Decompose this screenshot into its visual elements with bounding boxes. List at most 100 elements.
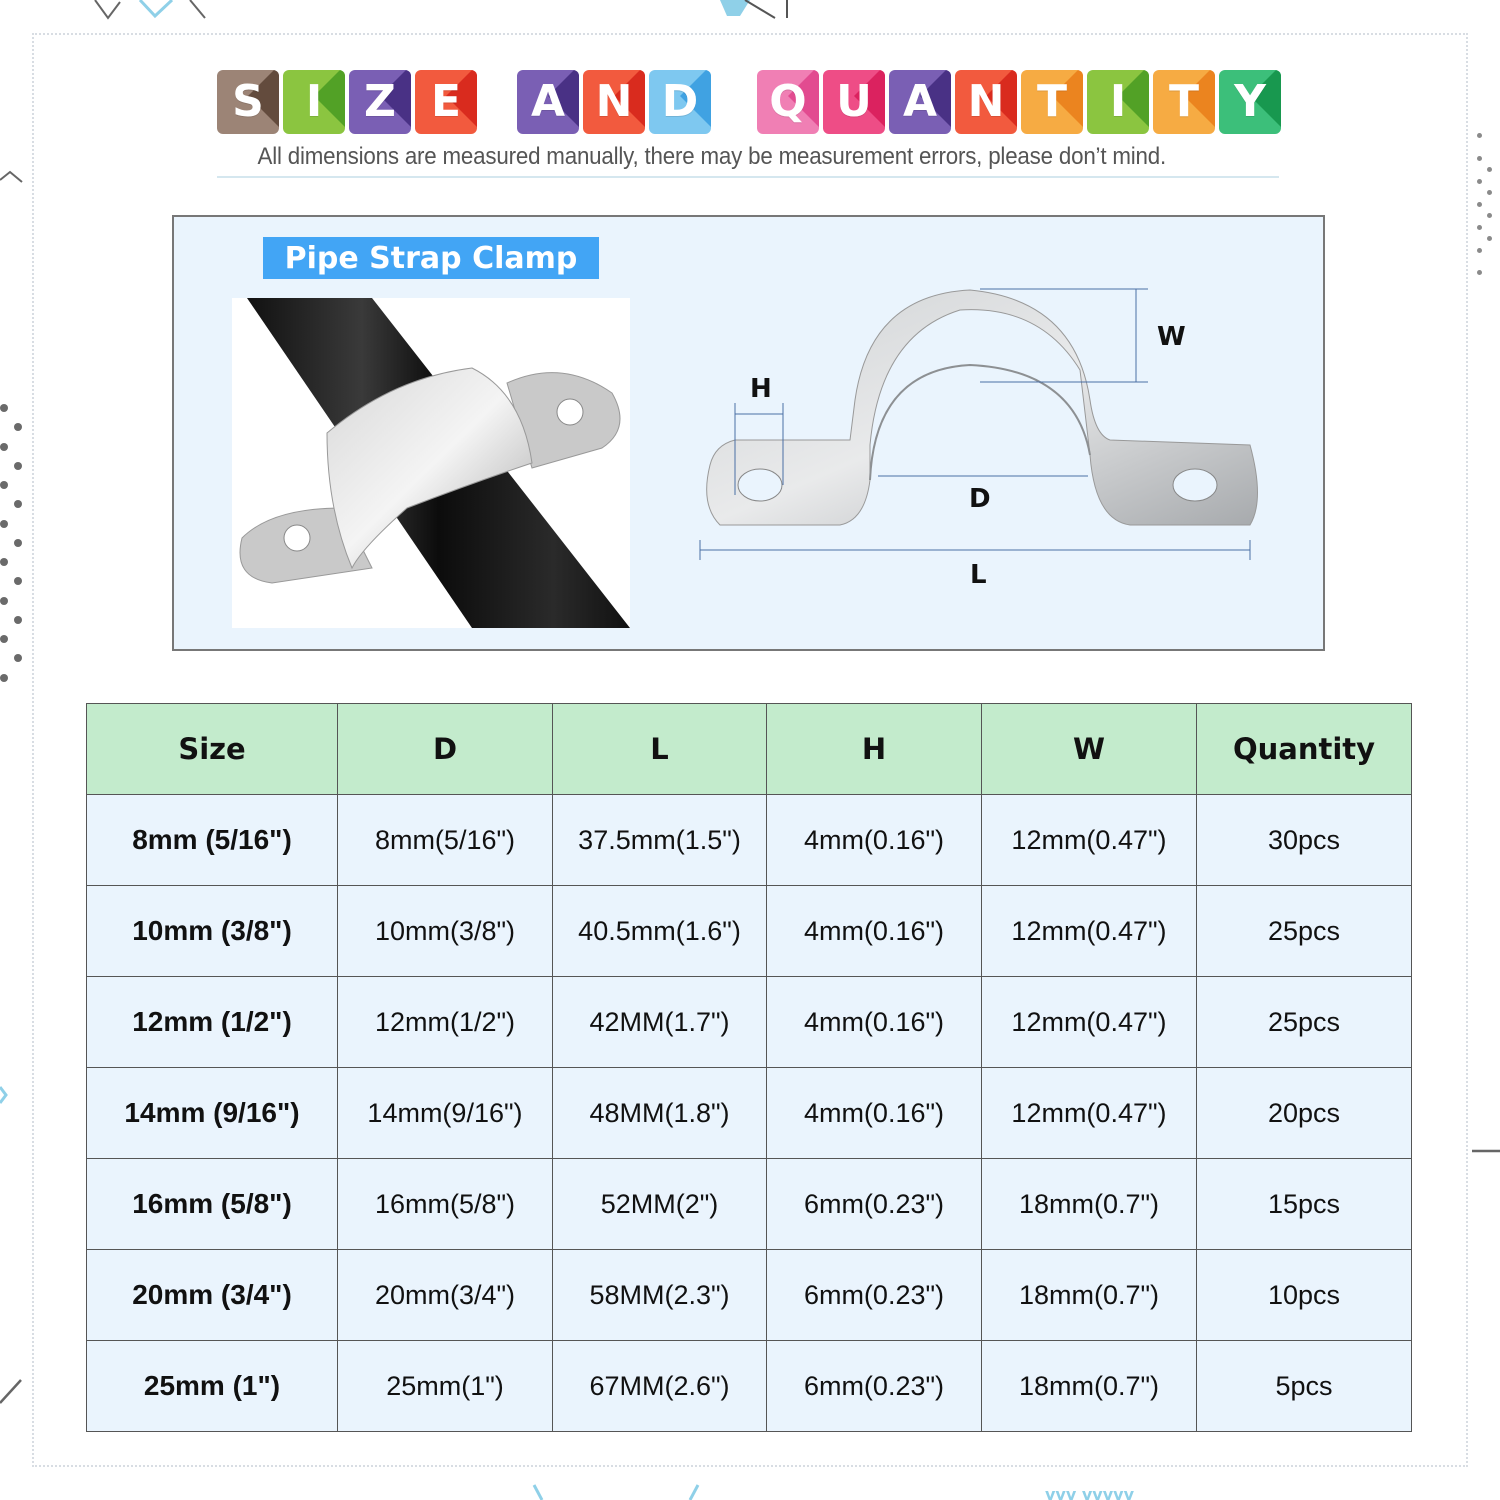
cell-d: 8mm(5/16") bbox=[337, 794, 553, 886]
title-letter-tile: Z bbox=[349, 70, 411, 134]
cell-quantity: 10pcs bbox=[1196, 1249, 1412, 1341]
dimension-label-d: D bbox=[969, 484, 991, 514]
title-letter: E bbox=[430, 76, 462, 127]
title-letter: A bbox=[530, 76, 566, 127]
left-slash-ornament bbox=[0, 1379, 22, 1404]
title-letter: N bbox=[967, 76, 1005, 127]
title-letter: A bbox=[902, 76, 938, 127]
title-letter: S bbox=[232, 76, 264, 127]
column-header-w: W bbox=[981, 703, 1197, 795]
bottom-ornament: vvv vvvvv bbox=[532, 1484, 1135, 1500]
cell-l: 48MM(1.8") bbox=[552, 1067, 767, 1159]
left-blue-chevron-ornament bbox=[0, 1086, 8, 1104]
measurement-disclaimer: All dimensions are measured manually, th… bbox=[257, 143, 1167, 170]
title-letter: Q bbox=[769, 76, 807, 127]
cell-l: 52MM(2") bbox=[552, 1158, 767, 1250]
cell-size: 8mm (5/16") bbox=[86, 794, 338, 886]
cell-h: 6mm(0.23") bbox=[766, 1340, 982, 1432]
cell-w: 12mm(0.47") bbox=[981, 976, 1197, 1068]
cell-size: 12mm (1/2") bbox=[86, 976, 338, 1068]
cell-d: 14mm(9/16") bbox=[337, 1067, 553, 1159]
title-letter: I bbox=[305, 76, 323, 127]
title-letter-tile: U bbox=[823, 70, 885, 134]
title-letter: U bbox=[836, 76, 872, 127]
dimension-label-w: W bbox=[1157, 322, 1186, 352]
title-letter: Z bbox=[364, 76, 396, 127]
cell-l: 67MM(2.6") bbox=[552, 1340, 767, 1432]
cell-l: 37.5mm(1.5") bbox=[552, 794, 767, 886]
cell-size: 25mm (1") bbox=[86, 1340, 338, 1432]
title-letter-tile: I bbox=[283, 70, 345, 134]
cell-w: 18mm(0.7") bbox=[981, 1340, 1197, 1432]
cell-size: 14mm (9/16") bbox=[86, 1067, 338, 1159]
title-letter-tile: A bbox=[889, 70, 951, 134]
size-quantity-table: Size D L H W Quantity 8mm (5/16") 8mm(5/… bbox=[86, 703, 1412, 1432]
table-row: 20mm (3/4") 20mm(3/4") 58MM(2.3") 6mm(0.… bbox=[86, 1249, 1412, 1341]
cell-d: 20mm(3/4") bbox=[337, 1249, 553, 1341]
table-row: 25mm (1") 25mm(1") 67MM(2.6") 6mm(0.23")… bbox=[86, 1340, 1412, 1432]
title-letter-tile: Q bbox=[757, 70, 819, 134]
title-letter-tile: D bbox=[649, 70, 711, 134]
table-row: 10mm (3/8") 10mm(3/8") 40.5mm(1.6") 4mm(… bbox=[86, 885, 1412, 977]
column-header-size: Size bbox=[86, 703, 338, 795]
cell-l: 40.5mm(1.6") bbox=[552, 885, 767, 977]
cell-h: 4mm(0.16") bbox=[766, 976, 982, 1068]
cell-quantity: 20pcs bbox=[1196, 1067, 1412, 1159]
cell-w: 12mm(0.47") bbox=[981, 794, 1197, 886]
cell-h: 6mm(0.23") bbox=[766, 1249, 982, 1341]
dimension-label-h: H bbox=[750, 374, 772, 404]
title-letter-tile: A bbox=[517, 70, 579, 134]
cell-d: 10mm(3/8") bbox=[337, 885, 553, 977]
cell-d: 25mm(1") bbox=[337, 1340, 553, 1432]
cell-size: 10mm (3/8") bbox=[86, 885, 338, 977]
cell-size: 20mm (3/4") bbox=[86, 1249, 338, 1341]
dimension-label-l: L bbox=[970, 560, 987, 590]
title-letter-tile: N bbox=[955, 70, 1017, 134]
clamp-dimension-diagram bbox=[690, 280, 1270, 590]
cell-quantity: 25pcs bbox=[1196, 976, 1412, 1068]
cell-l: 58MM(2.3") bbox=[552, 1249, 767, 1341]
column-header-quantity: Quantity bbox=[1196, 703, 1412, 795]
title-letter-tile: S bbox=[217, 70, 279, 134]
cell-l: 42MM(1.7") bbox=[552, 976, 767, 1068]
title-letter: T bbox=[1168, 76, 1199, 127]
cell-h: 4mm(0.16") bbox=[766, 1067, 982, 1159]
cell-quantity: 15pcs bbox=[1196, 1158, 1412, 1250]
title-letter: D bbox=[661, 76, 699, 127]
cell-quantity: 5pcs bbox=[1196, 1340, 1412, 1432]
cell-h: 6mm(0.23") bbox=[766, 1158, 982, 1250]
title-letter: Y bbox=[1234, 76, 1266, 127]
table-row: 14mm (9/16") 14mm(9/16") 48MM(1.8") 4mm(… bbox=[86, 1067, 1412, 1159]
table-row: 8mm (5/16") 8mm(5/16") 37.5mm(1.5") 4mm(… bbox=[86, 794, 1412, 886]
right-dash-ornament bbox=[1472, 1149, 1500, 1153]
cell-w: 12mm(0.47") bbox=[981, 885, 1197, 977]
title-letter-tile: I bbox=[1087, 70, 1149, 134]
cell-quantity: 25pcs bbox=[1196, 885, 1412, 977]
cell-size: 16mm (5/8") bbox=[86, 1158, 338, 1250]
cell-h: 4mm(0.16") bbox=[766, 794, 982, 886]
column-header-d: D bbox=[337, 703, 553, 795]
column-header-l: L bbox=[552, 703, 767, 795]
product-photo bbox=[232, 298, 630, 628]
left-chevron-ornament bbox=[0, 170, 23, 183]
cell-d: 16mm(5/8") bbox=[337, 1158, 553, 1250]
title-letter-tile: E bbox=[415, 70, 477, 134]
table-row: 12mm (1/2") 12mm(1/2") 42MM(1.7") 4mm(0.… bbox=[86, 976, 1412, 1068]
product-label: Pipe Strap Clamp bbox=[263, 237, 599, 279]
cell-w: 18mm(0.7") bbox=[981, 1158, 1197, 1250]
cell-quantity: 30pcs bbox=[1196, 794, 1412, 886]
dotted-frame bbox=[32, 33, 1468, 1467]
table-row: 16mm (5/8") 16mm(5/8") 52MM(2") 6mm(0.23… bbox=[86, 1158, 1412, 1250]
title-letter-tile: T bbox=[1021, 70, 1083, 134]
cell-d: 12mm(1/2") bbox=[337, 976, 553, 1068]
title-letter: I bbox=[1109, 76, 1127, 127]
cell-w: 12mm(0.47") bbox=[981, 1067, 1197, 1159]
title-letter: N bbox=[595, 76, 633, 127]
title-letter-tile: Y bbox=[1219, 70, 1281, 134]
title-letter: T bbox=[1036, 76, 1067, 127]
cell-w: 18mm(0.7") bbox=[981, 1249, 1197, 1341]
table-header-row: Size D L H W Quantity bbox=[86, 703, 1412, 795]
subtitle-underline bbox=[217, 176, 1279, 178]
cell-h: 4mm(0.16") bbox=[766, 885, 982, 977]
top-center-ornament bbox=[720, 0, 788, 19]
